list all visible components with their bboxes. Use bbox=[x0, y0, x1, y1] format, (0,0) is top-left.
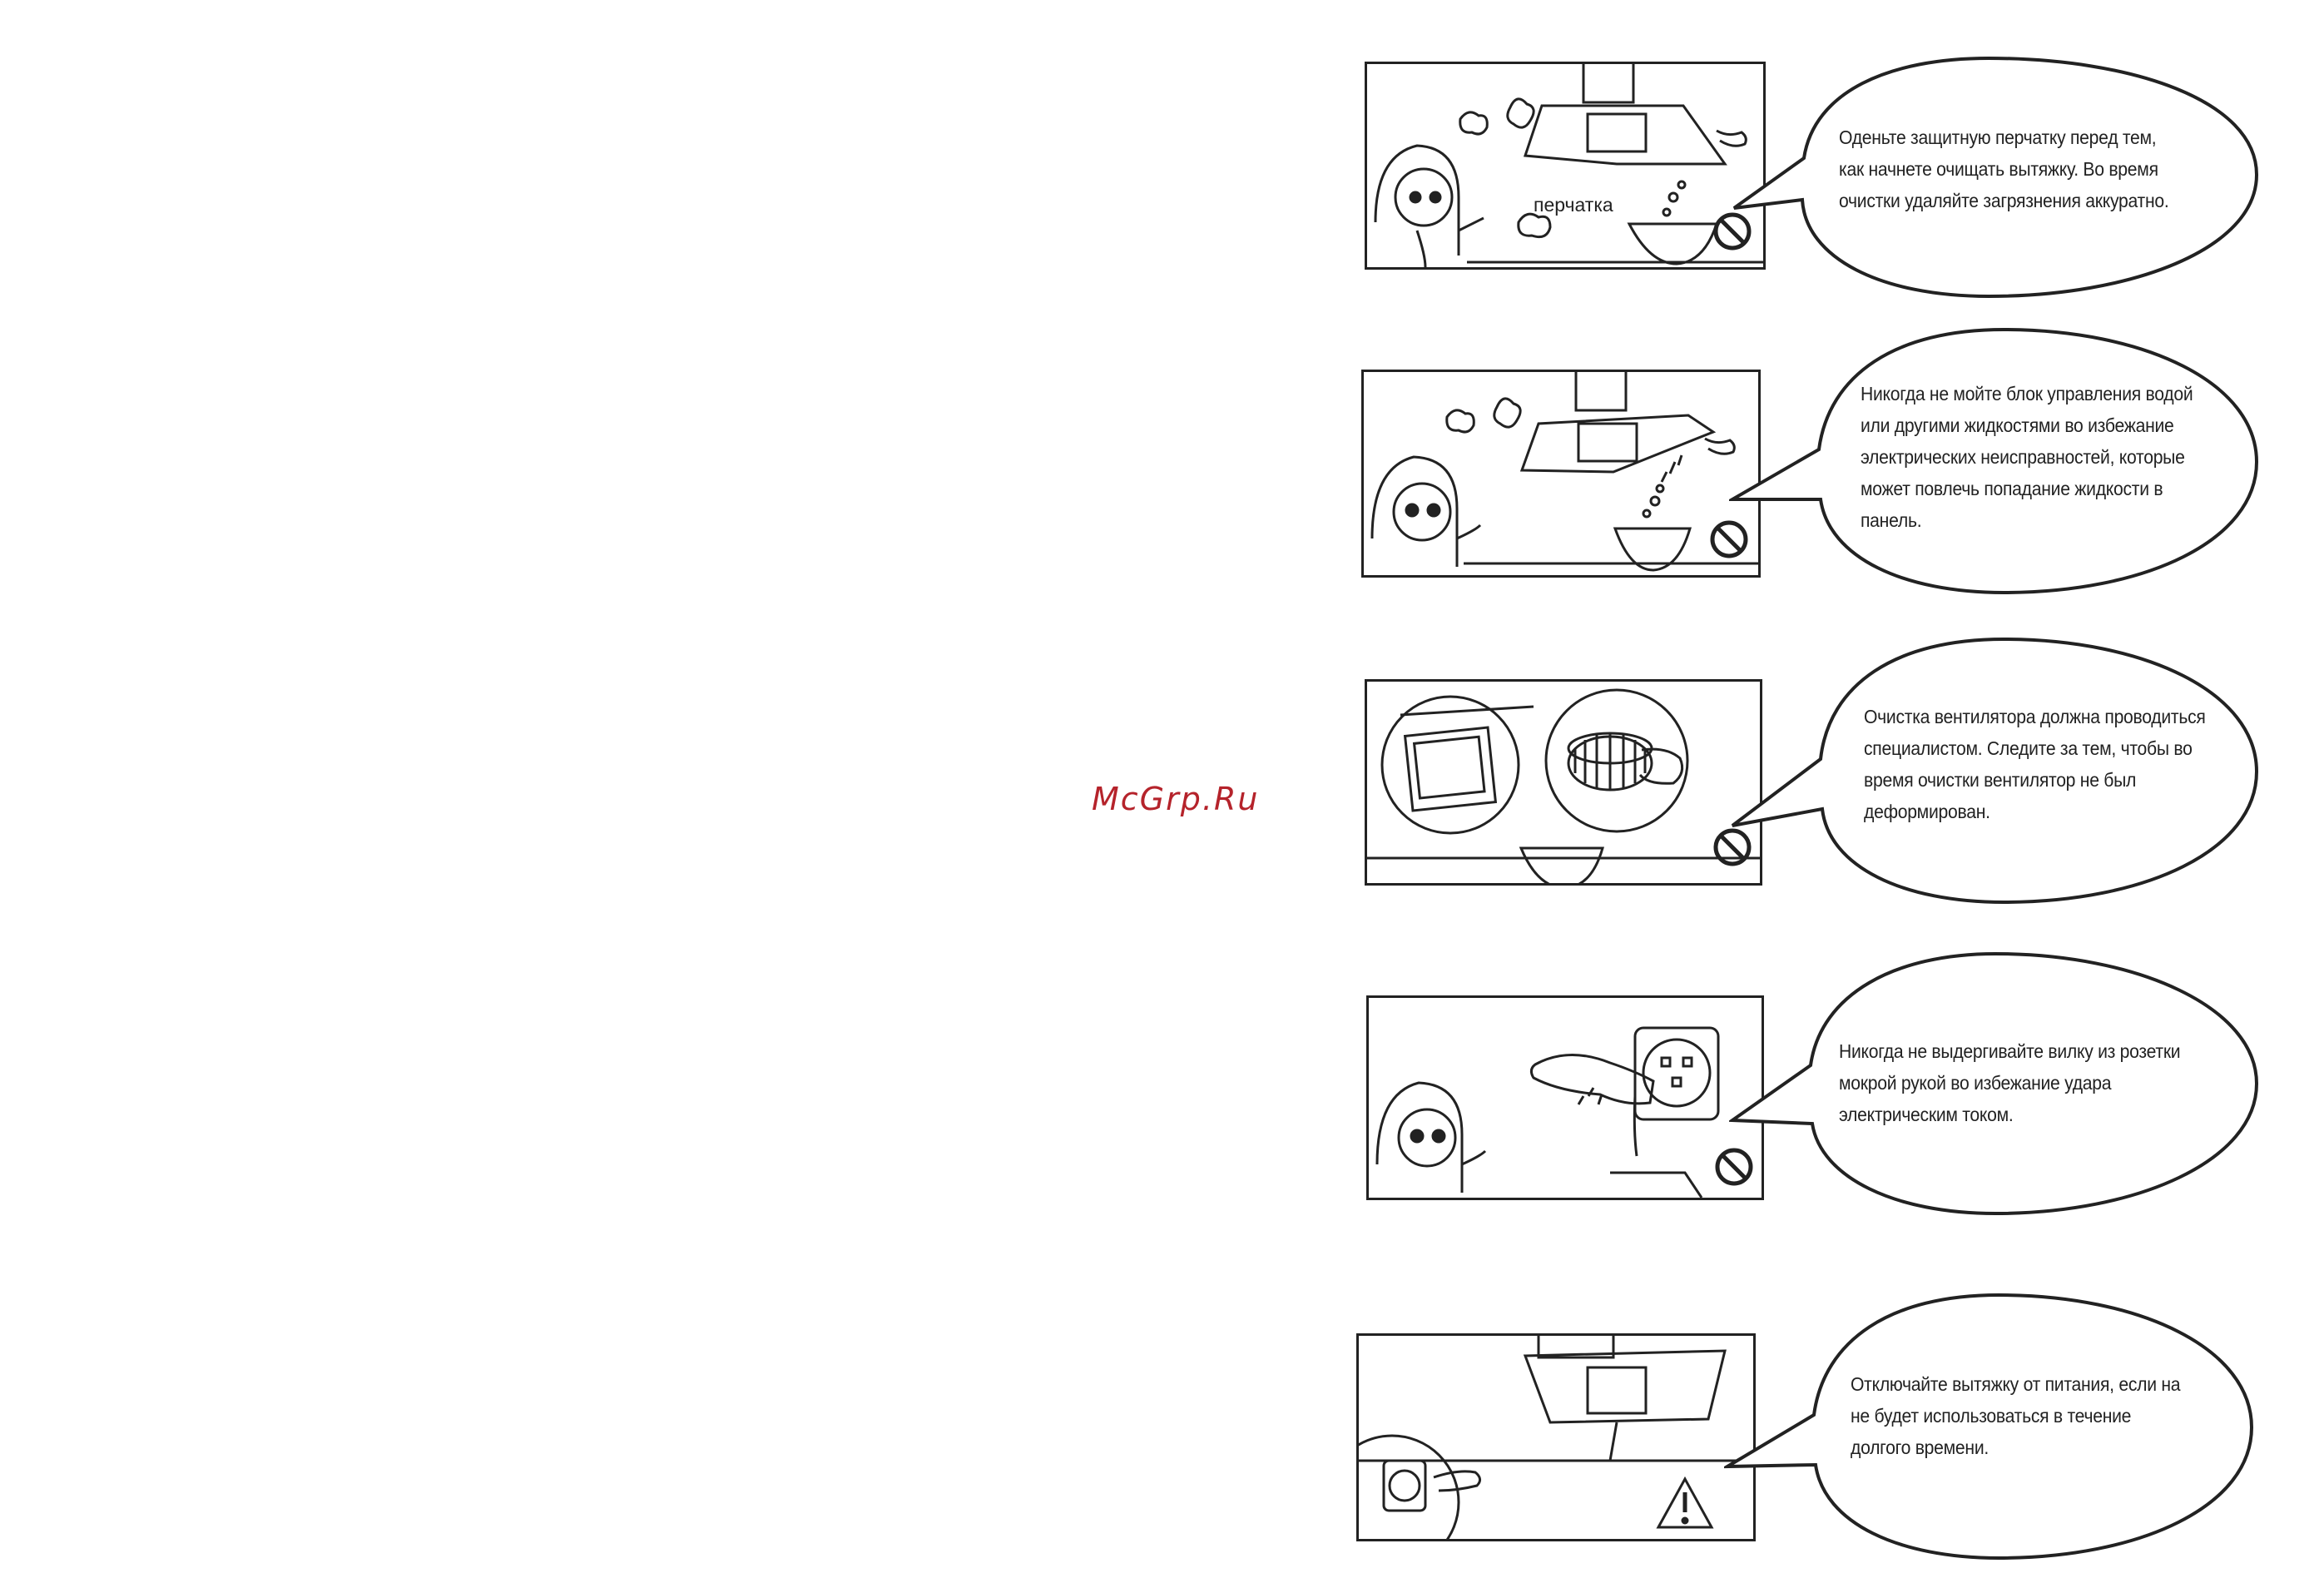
glove-label: перчатка bbox=[1534, 194, 1613, 216]
bubble-text-4: Никогда не выдергивайте вилку из розетки… bbox=[1839, 1035, 2181, 1130]
speech-bubble-5 bbox=[1724, 1293, 2254, 1561]
no-water-illustration bbox=[1370, 372, 1758, 572]
bubble-line: деформирован. bbox=[1864, 801, 1990, 822]
bubble-line: Отключайте вытяжку от питания, если на bbox=[1851, 1373, 2181, 1395]
bubble-text-1: Оденьте защитную перчатку перед тем, как… bbox=[1839, 122, 2169, 216]
bubble-line: Очистка вентилятора должна проводиться bbox=[1864, 706, 2206, 727]
speech-bubble-1 bbox=[1732, 56, 2259, 299]
speech-bubble-3 bbox=[1731, 637, 2259, 905]
illustration-panel-2 bbox=[1361, 370, 1761, 578]
no-icon bbox=[1710, 520, 1748, 558]
no-icon bbox=[1713, 212, 1752, 251]
bubble-line: панель. bbox=[1861, 509, 1922, 531]
bubble-line: или другими жидкостями во избежание bbox=[1861, 414, 2174, 436]
unplug-illustration bbox=[1359, 1336, 1753, 1539]
bubble-line: мокрой рукой во избежание удара bbox=[1839, 1072, 2112, 1094]
illustration-panel-1: перчатка bbox=[1365, 62, 1766, 270]
illustration-panel-4 bbox=[1366, 995, 1764, 1200]
no-icon bbox=[1713, 828, 1752, 866]
speech-bubble-4 bbox=[1729, 951, 2259, 1216]
bubble-text-5: Отключайте вытяжку от питания, если на н… bbox=[1851, 1368, 2181, 1463]
bubble-line: электрических неисправностей, которые bbox=[1861, 446, 2185, 468]
illustration-panel-3 bbox=[1365, 679, 1762, 886]
bubble-line: долгого времени. bbox=[1851, 1437, 1989, 1458]
cleaning-glove-illustration bbox=[1374, 64, 1763, 267]
bubble-line: Никогда не выдергивайте вилку из розетки bbox=[1839, 1040, 2181, 1062]
bubble-line: электрическим током. bbox=[1839, 1104, 2014, 1125]
bubble-line: специалистом. Следите за тем, чтобы во bbox=[1864, 737, 2193, 759]
bubble-line: как начнете очищать вытяжку. Во время bbox=[1839, 158, 2158, 180]
bubble-line: время очистки вентилятор не был bbox=[1864, 769, 2137, 791]
no-icon bbox=[1715, 1148, 1753, 1186]
watermark: McGrp.Ru bbox=[1092, 781, 1260, 817]
bubble-line: не будет использоваться в течение bbox=[1851, 1405, 2132, 1427]
illustration-panel-5 bbox=[1356, 1333, 1756, 1541]
bubble-line: может повлечь попадание жидкости в bbox=[1861, 478, 2163, 499]
bubble-line: Оденьте защитную перчатку перед тем, bbox=[1839, 127, 2157, 148]
warning-icon bbox=[1656, 1475, 1657, 1476]
bubble-text-3: Очистка вентилятора должна проводиться с… bbox=[1864, 701, 2206, 827]
wet-hand-plug-illustration bbox=[1375, 1026, 1720, 1198]
bubble-text-2: Никогда не мойте блок управления водой и… bbox=[1861, 378, 2193, 536]
fan-cleaning-illustration bbox=[1367, 688, 1760, 883]
bubble-line: Никогда не мойте блок управления водой bbox=[1861, 383, 2193, 404]
speech-bubble-2 bbox=[1729, 327, 2259, 595]
bubble-line: очистки удаляйте загрязнения аккуратно. bbox=[1839, 190, 2169, 211]
